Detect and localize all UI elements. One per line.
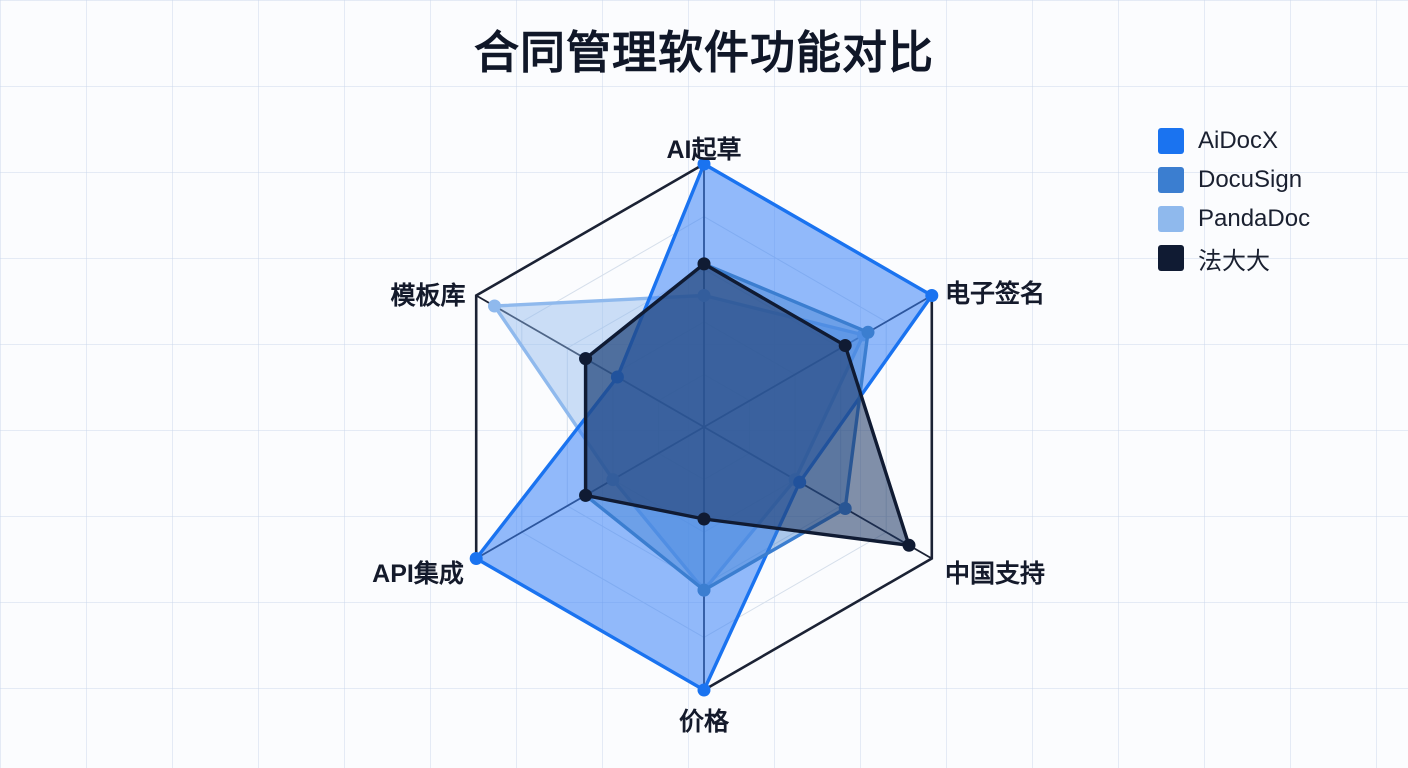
- axis-label-中国支持: 中国支持: [944, 560, 1046, 588]
- radar-data-point: [697, 512, 711, 526]
- radar-data-point: [925, 289, 939, 302]
- legend-item-法大大[interactable]: 法大大: [1158, 245, 1310, 275]
- page-title: 合同管理软件功能对比: [473, 27, 934, 78]
- legend-label: DocuSign: [1198, 166, 1303, 193]
- legend-color-swatch: [1158, 128, 1184, 154]
- legend-item-AiDocX[interactable]: AiDocX: [1158, 127, 1310, 154]
- radar-data-point: [697, 683, 711, 697]
- radar-data-point: [902, 538, 916, 552]
- radar-data-point: [838, 339, 852, 352]
- legend-color-swatch: [1158, 245, 1184, 271]
- radar-data-point: [488, 299, 501, 313]
- axis-label-模板库: 模板库: [390, 282, 466, 310]
- radar-data-point: [697, 157, 711, 171]
- radar-data-point: [579, 352, 593, 366]
- radar-data-point: [861, 325, 875, 339]
- axis-label-AI起草: AI起草: [666, 136, 742, 164]
- radar-data-point: [697, 257, 711, 271]
- axis-label-电子签名: 电子签名: [944, 280, 1046, 308]
- axis-label-API集成: API集成: [372, 560, 464, 588]
- legend-color-swatch: [1158, 206, 1184, 232]
- axis-label-价格: 价格: [678, 708, 730, 736]
- radar-data-point: [469, 552, 483, 565]
- legend-item-PandaDoc[interactable]: PandaDoc: [1158, 205, 1311, 232]
- radar-data-point: [579, 488, 593, 502]
- legend-label: 法大大: [1198, 247, 1270, 275]
- legend-item-DocuSign[interactable]: DocuSign: [1158, 166, 1310, 193]
- legend-color-swatch: [1158, 167, 1184, 193]
- radar-data-point: [697, 583, 711, 597]
- legend-label: PandaDoc: [1198, 205, 1311, 232]
- legend-label: AiDocX: [1198, 127, 1279, 154]
- radar-series-法大大: [579, 257, 916, 552]
